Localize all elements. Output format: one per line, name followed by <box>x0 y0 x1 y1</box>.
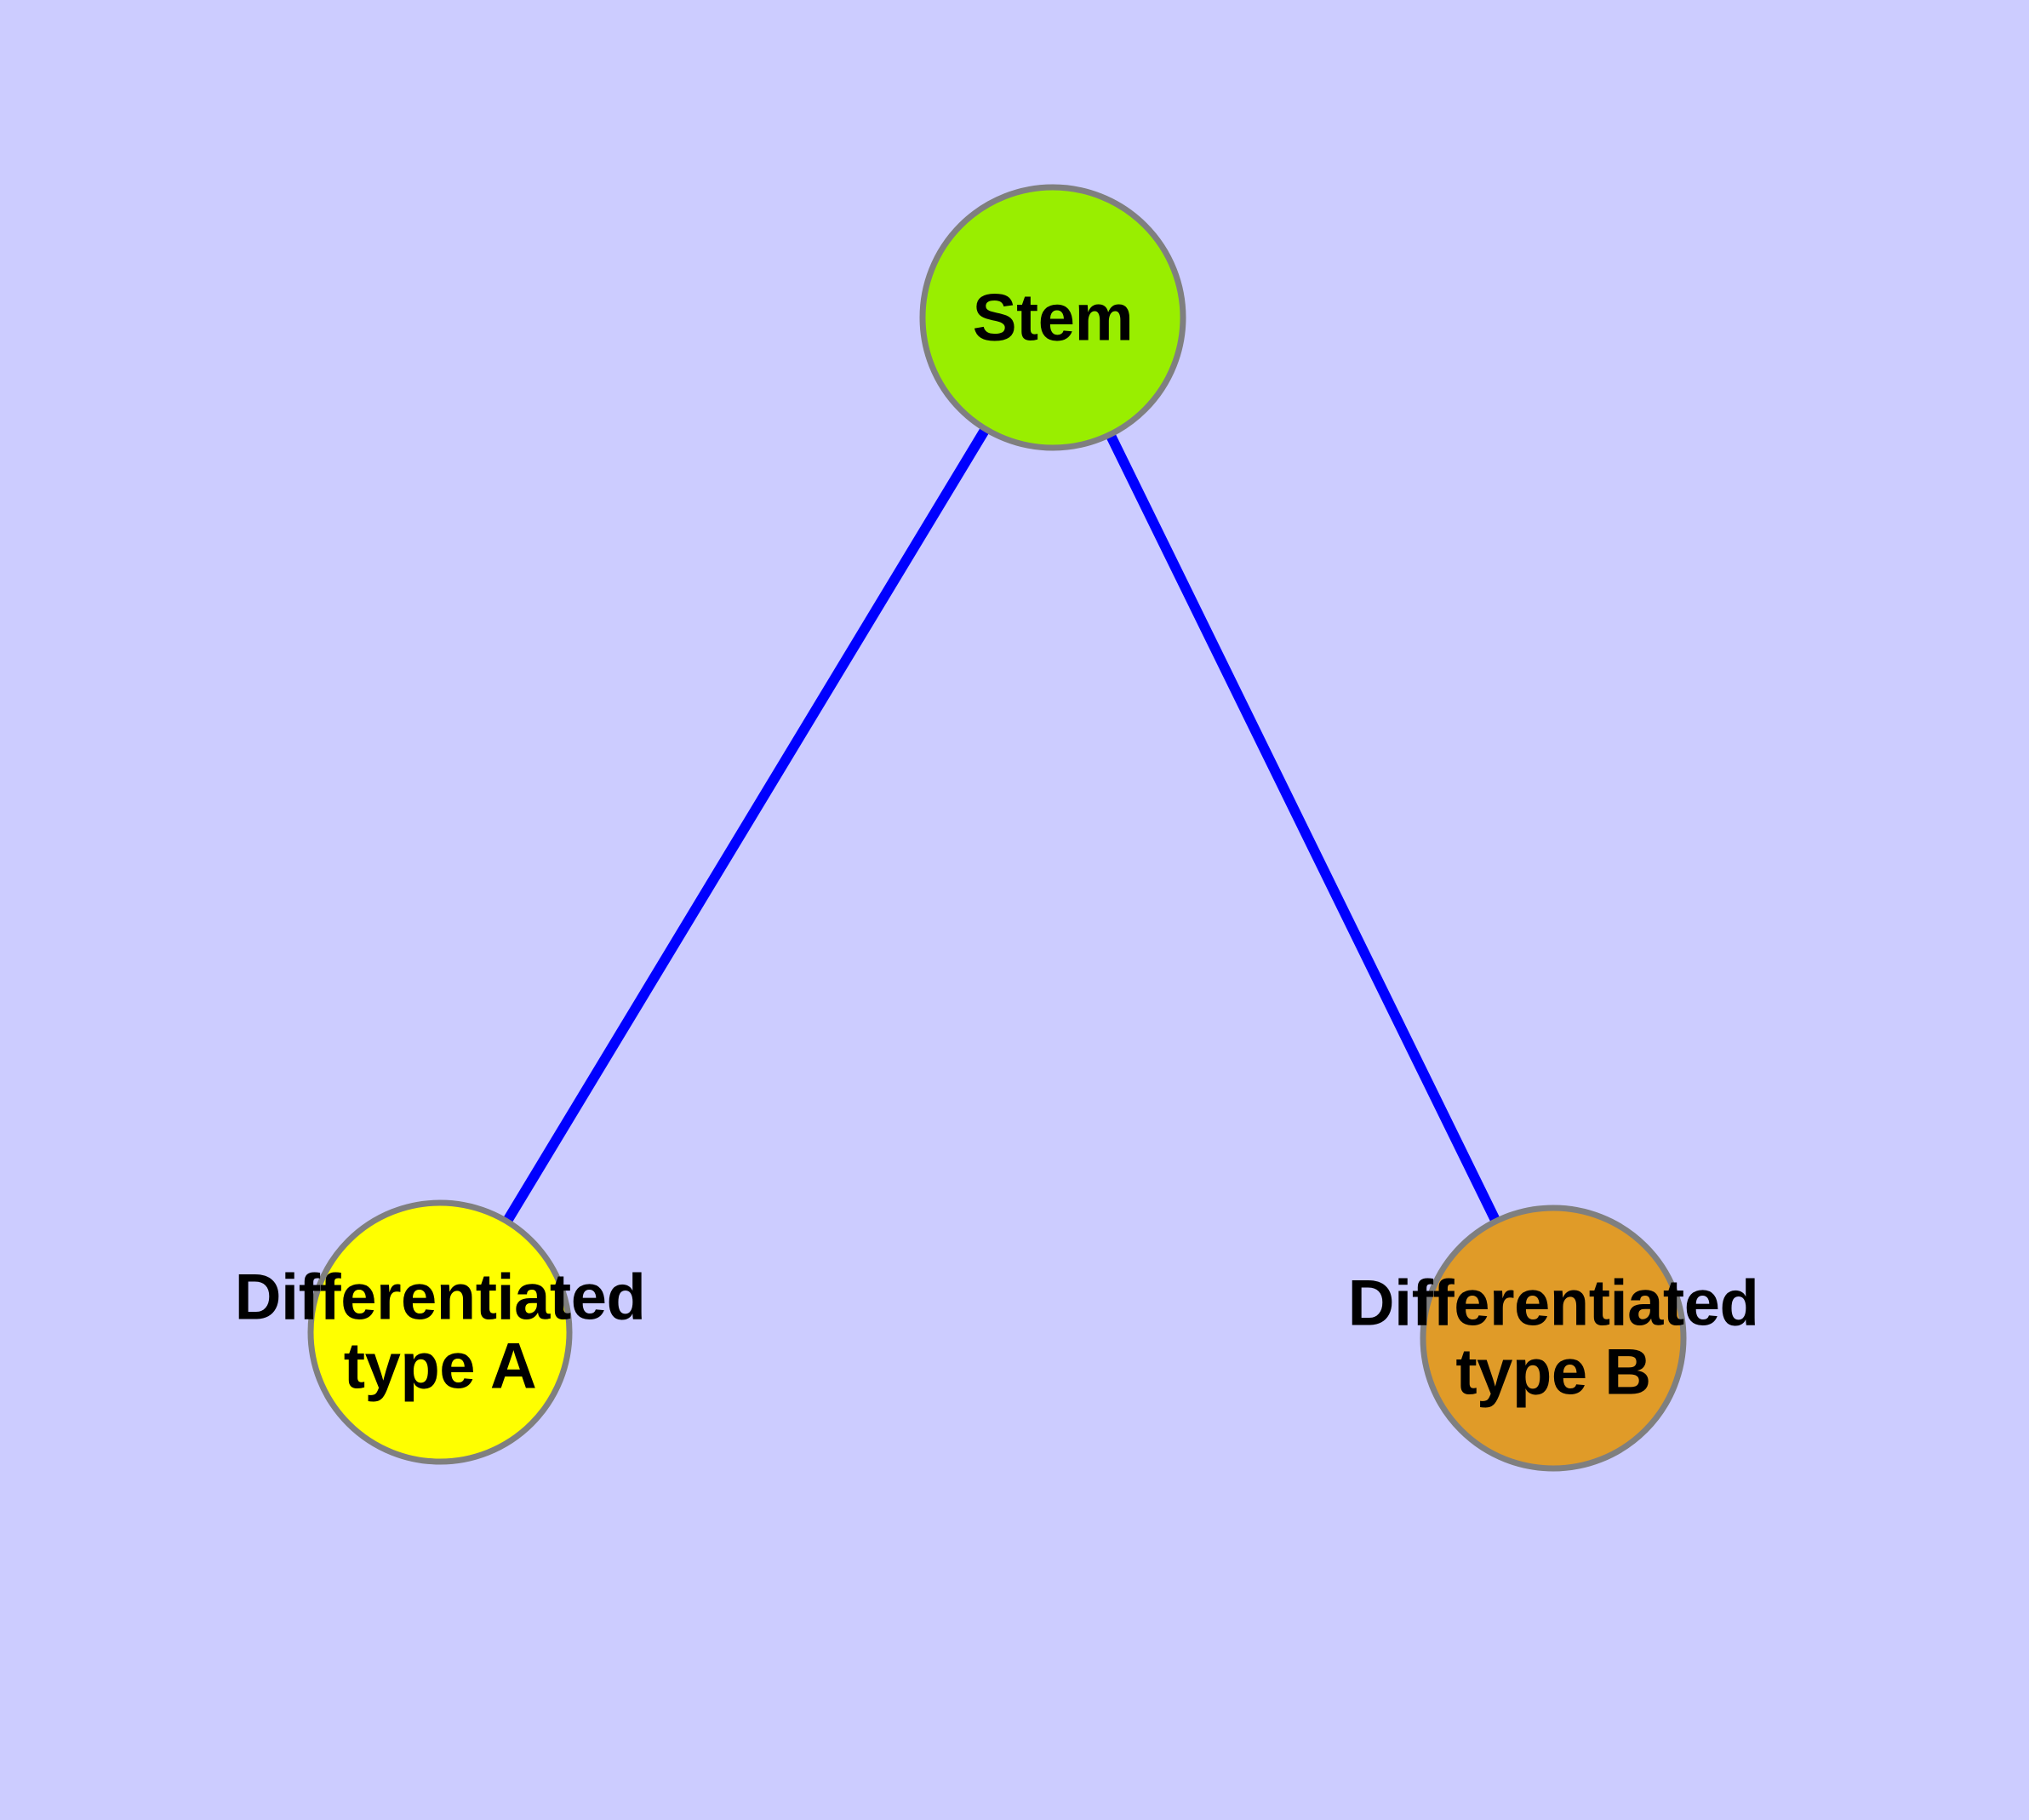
node-circle-diff_a[interactable] <box>307 1199 573 1465</box>
nodes-layer <box>307 184 1687 1472</box>
node-label-stem-text: Stem <box>972 279 1134 355</box>
edges-layer <box>500 423 1502 1228</box>
edge-stem-to-diff_b <box>1104 429 1502 1227</box>
node-label-b-line2: type B <box>1455 1336 1651 1408</box>
node-circle-diff_b[interactable] <box>1420 1205 1687 1472</box>
node-label-a-line1: Differentiated <box>234 1261 646 1334</box>
edge-stem-to-diff_a <box>500 423 992 1228</box>
node-label-b-line1: Differentiated <box>1347 1267 1759 1340</box>
node-label-a-line2: type A <box>343 1330 537 1402</box>
node-label-stem: Stem <box>972 279 1134 355</box>
node-circle-stem[interactable] <box>919 184 1186 451</box>
